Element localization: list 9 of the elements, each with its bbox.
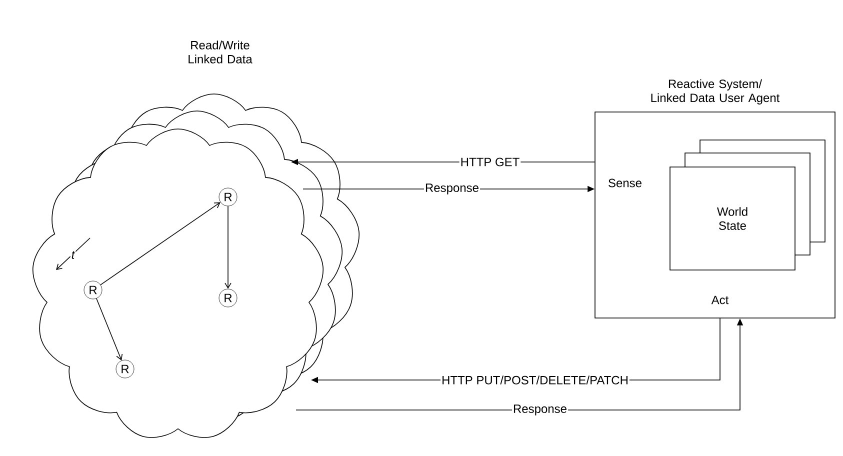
heading: Read/Write Linked Data (188, 40, 252, 64)
edge-label: Response (512, 404, 568, 416)
heading: Reactive System/ Linked Data User Agent (651, 79, 780, 104)
sense-label: Sense (608, 178, 642, 188)
edge-label: HTTP PUT/POST/DELETE/PATCH (440, 374, 630, 386)
edge-label: Response (424, 182, 480, 196)
act-label: Act (711, 296, 729, 304)
edge-label: HTTP GET (459, 156, 521, 168)
world-state-stack: World State (670, 140, 826, 270)
